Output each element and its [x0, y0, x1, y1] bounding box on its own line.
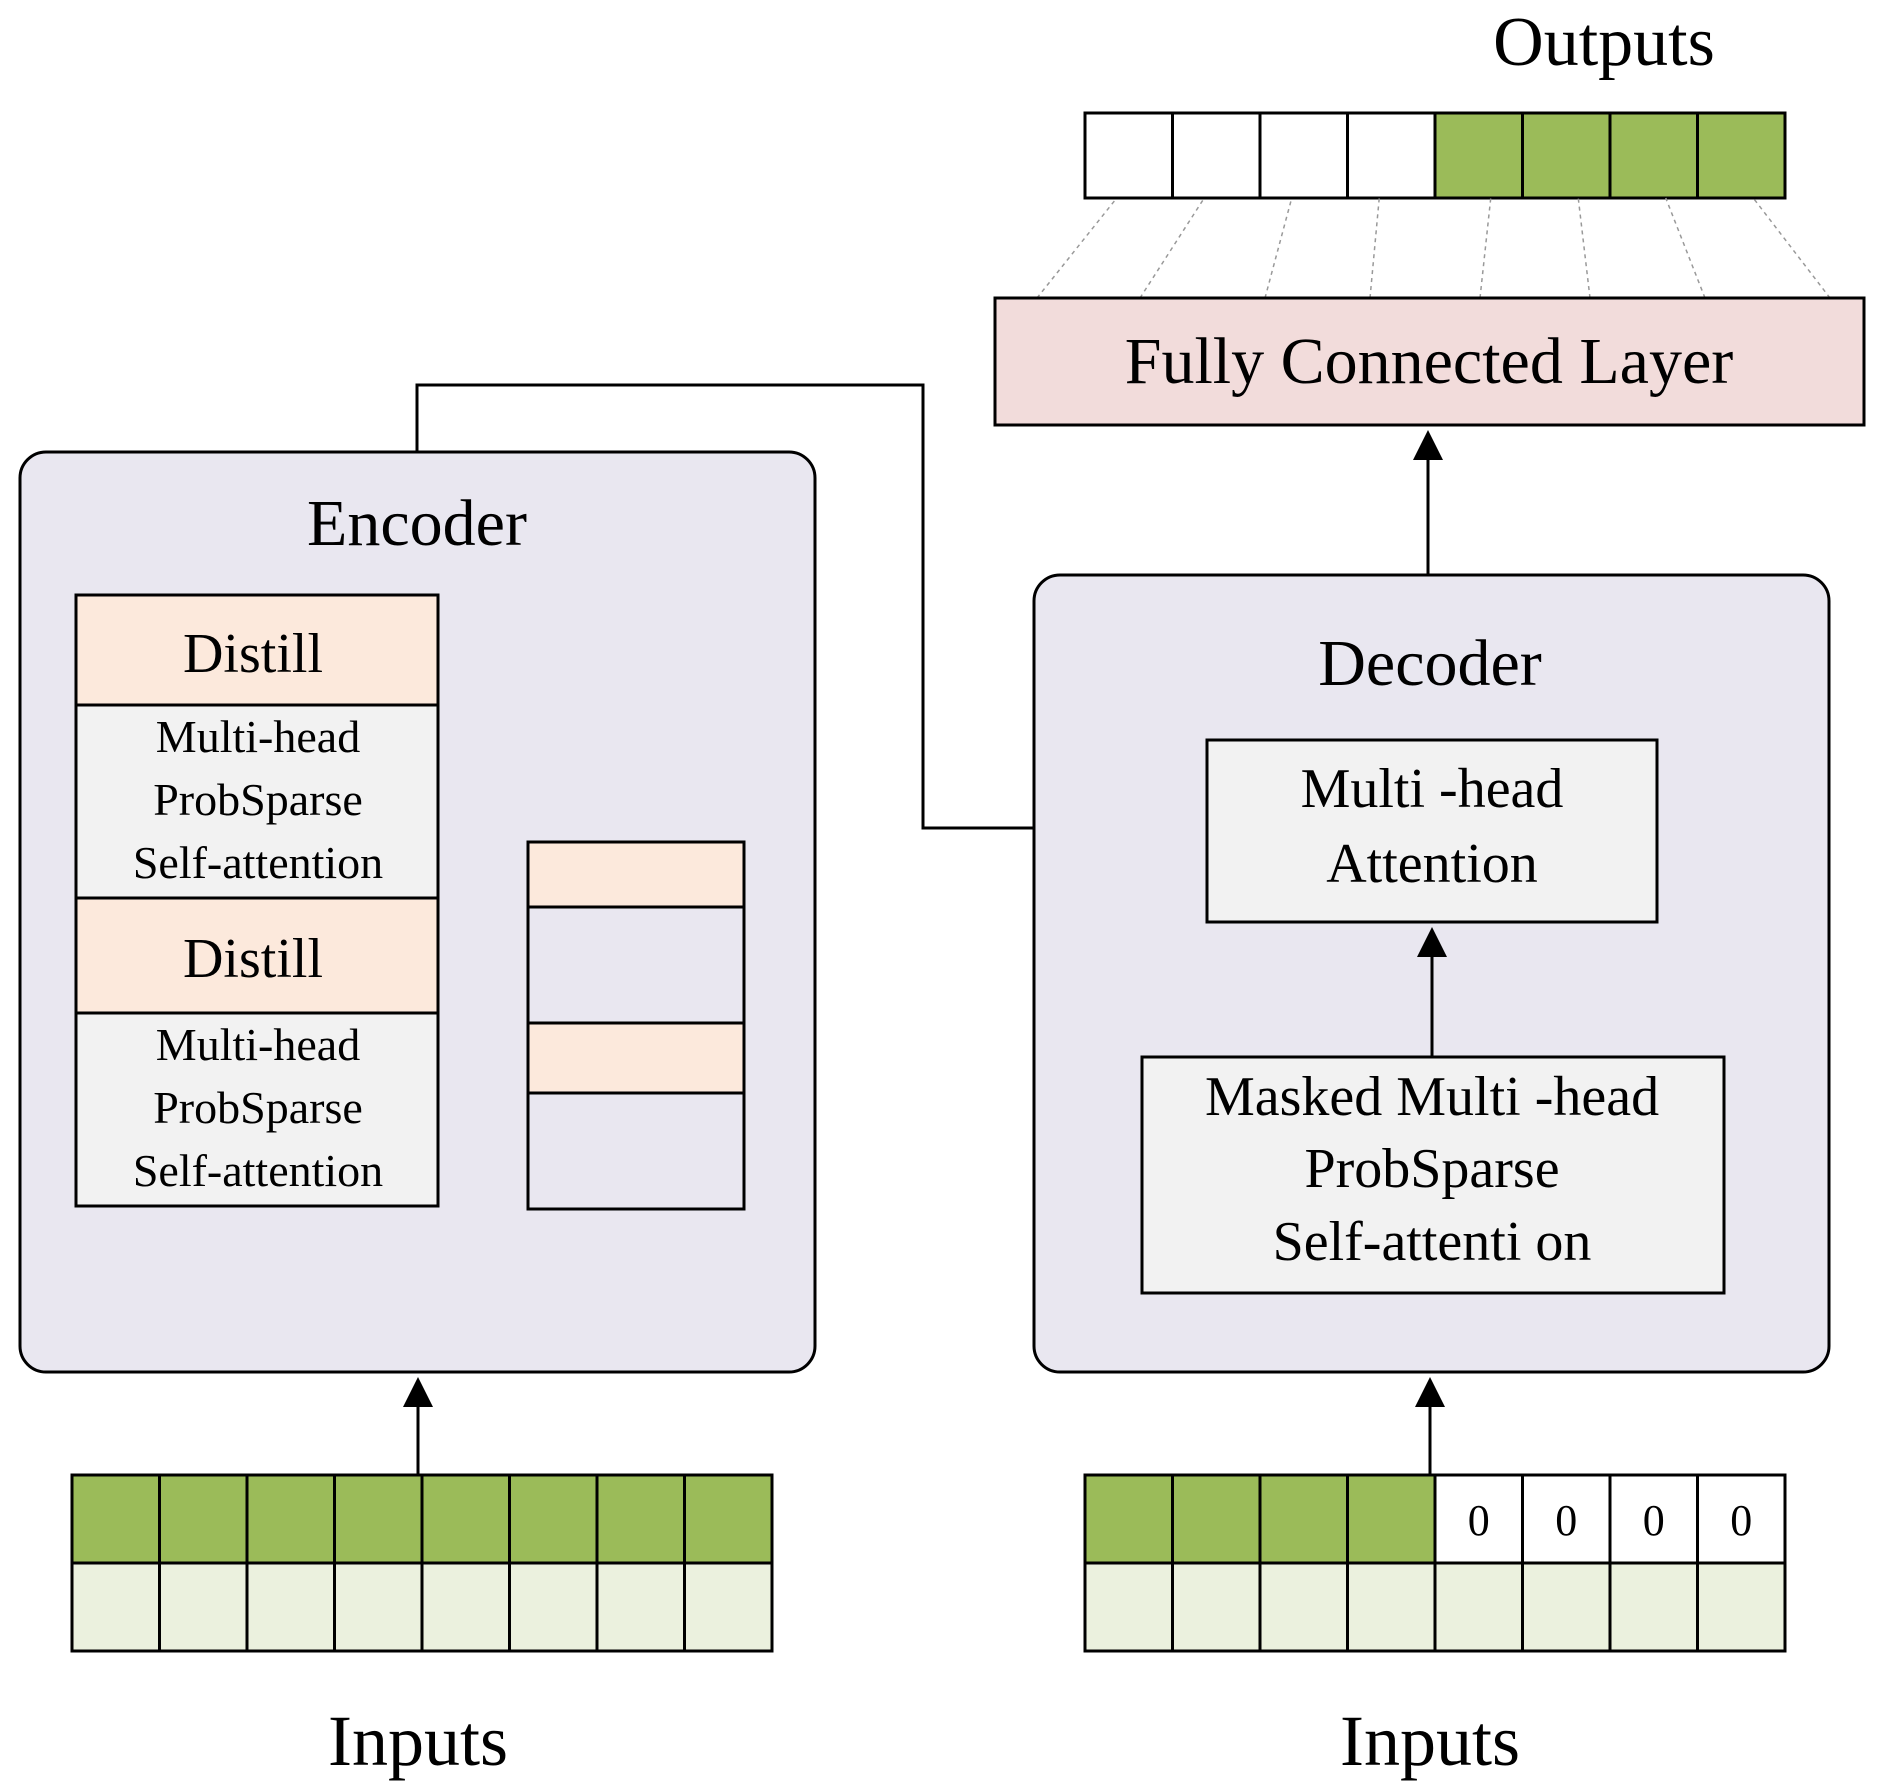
- encoder-input-cell-top: [420, 1473, 511, 1565]
- output-connector-line: [1369, 197, 1380, 299]
- output-connector-line: [1577, 197, 1591, 299]
- output-connector-line: [1665, 197, 1706, 299]
- encoder-panel: Encoder Distill Multi-head ProbSparse Se…: [18, 450, 817, 1374]
- decoder-input-cell-bottom: [1433, 1561, 1524, 1653]
- output-connectors: [1036, 197, 1831, 299]
- masked-attention-box: [1140, 1055, 1726, 1295]
- encoder-input-cell-bottom: [70, 1561, 161, 1653]
- decoder-title: Decoder: [1318, 627, 1542, 700]
- decoder-input-cell-bottom: [1083, 1561, 1174, 1653]
- fully-connected-layer: Fully Connected Layer: [993, 296, 1866, 427]
- decoder-input-cell-top: [1521, 1473, 1612, 1565]
- output-cell: [1346, 111, 1437, 200]
- decoder-input-cell-top: [1608, 1473, 1699, 1565]
- encoder-input-cell-bottom: [595, 1561, 686, 1653]
- masked-attention-line-3: Self-attenti on: [1273, 1211, 1592, 1273]
- decoder-inputs-label: Inputs: [1340, 1701, 1520, 1781]
- decoder-input-grid: 0 0 0 0: [1083, 1473, 1787, 1653]
- decoder-input-cell-top: [1083, 1473, 1174, 1565]
- decoder-input-cell-top: [1258, 1473, 1349, 1565]
- output-cell: [1258, 111, 1349, 200]
- attention-1-line-3: Self-attention: [133, 837, 383, 888]
- attention-1-line-2: ProbSparse: [153, 774, 363, 825]
- attention-box-2: [74, 1011, 440, 1208]
- output-cell: [1083, 111, 1174, 200]
- fully-connected-box: [993, 296, 1866, 427]
- output-connector-line: [1036, 197, 1118, 299]
- encoder-title: Encoder: [307, 487, 527, 560]
- encoder-input-cell-top: [595, 1473, 686, 1565]
- fully-connected-label: Fully Connected Layer: [1125, 325, 1734, 398]
- cross-attention-line-1: Multi -head: [1301, 758, 1564, 820]
- attention-2-line-1: Multi-head: [156, 1019, 360, 1070]
- decoder-input-cell-bottom: [1346, 1561, 1437, 1653]
- masked-attention-line-2: ProbSparse: [1304, 1138, 1559, 1200]
- mini-distill-2: [526, 1021, 746, 1095]
- cross-attention-line-2: Attention: [1326, 833, 1538, 895]
- decoder-zero-label: 0: [1468, 1496, 1490, 1545]
- decoder-zero-label: 0: [1730, 1496, 1752, 1545]
- output-cell: [1521, 111, 1612, 200]
- mini-distill-1: [526, 840, 746, 909]
- encoder-input-cell-bottom: [245, 1561, 336, 1653]
- output-cell: [1171, 111, 1262, 200]
- decoder-input-cell-bottom: [1608, 1561, 1699, 1653]
- decoder-input-cell-top: [1171, 1473, 1262, 1565]
- output-connector-line: [1752, 197, 1831, 299]
- encoder-inputs-label: Inputs: [328, 1701, 508, 1781]
- decoder-input-cell-bottom: [1258, 1561, 1349, 1653]
- masked-attention-line-1: Masked Multi -head: [1205, 1066, 1659, 1128]
- outputs-label: Outputs: [1493, 4, 1715, 81]
- encoder-to-decoder-connector: [415, 383, 1198, 843]
- output-connector-line: [1479, 197, 1492, 299]
- encoder-input-cell-bottom: [158, 1561, 249, 1653]
- decoder-input-cell-bottom: [1171, 1561, 1262, 1653]
- output-connector-line: [1139, 197, 1205, 299]
- encoder-input-cell-bottom: [683, 1561, 774, 1653]
- encoder-input-cell-top: [70, 1473, 161, 1565]
- decoder-zero-label: 0: [1555, 1496, 1577, 1545]
- attention-1-line-1: Multi-head: [156, 711, 360, 762]
- encoder-input-cell-bottom: [420, 1561, 511, 1653]
- attention-2-line-3: Self-attention: [133, 1145, 383, 1196]
- decoder-input-cell-bottom: [1521, 1561, 1612, 1653]
- output-row: [1083, 111, 1787, 200]
- mini-attention-2: [526, 1091, 746, 1211]
- output-cell: [1433, 111, 1524, 200]
- attention-box-1: [74, 703, 440, 900]
- distill-label-1: Distill: [183, 623, 323, 685]
- output-cell: [1608, 111, 1699, 200]
- decoder-panel: Decoder Multi -head Attention Masked Mul…: [1032, 573, 1831, 1374]
- encoder-input-cell-top: [508, 1473, 599, 1565]
- output-connector-line: [1264, 197, 1293, 299]
- decoder-input-cell-top: [1346, 1473, 1437, 1565]
- encoder-input-cell-bottom: [508, 1561, 599, 1653]
- decoder-zero-label: 0: [1643, 1496, 1665, 1545]
- encoder-input-cell-top: [333, 1473, 424, 1565]
- distill-box-2: [74, 896, 440, 1015]
- encoder-input-cell-top: [245, 1473, 336, 1565]
- decoder-input-cell-bottom: [1696, 1561, 1787, 1653]
- mini-attention-1: [526, 905, 746, 1025]
- encoder-input-cell-top: [158, 1473, 249, 1565]
- output-cell: [1696, 111, 1787, 200]
- attention-2-line-2: ProbSparse: [153, 1082, 363, 1133]
- cross-attention-box: [1205, 738, 1659, 924]
- encoder-input-cell-top: [683, 1473, 774, 1565]
- distill-label-2: Distill: [183, 928, 323, 990]
- encoder-input-grid: [70, 1473, 774, 1653]
- encoder-input-cell-bottom: [333, 1561, 424, 1653]
